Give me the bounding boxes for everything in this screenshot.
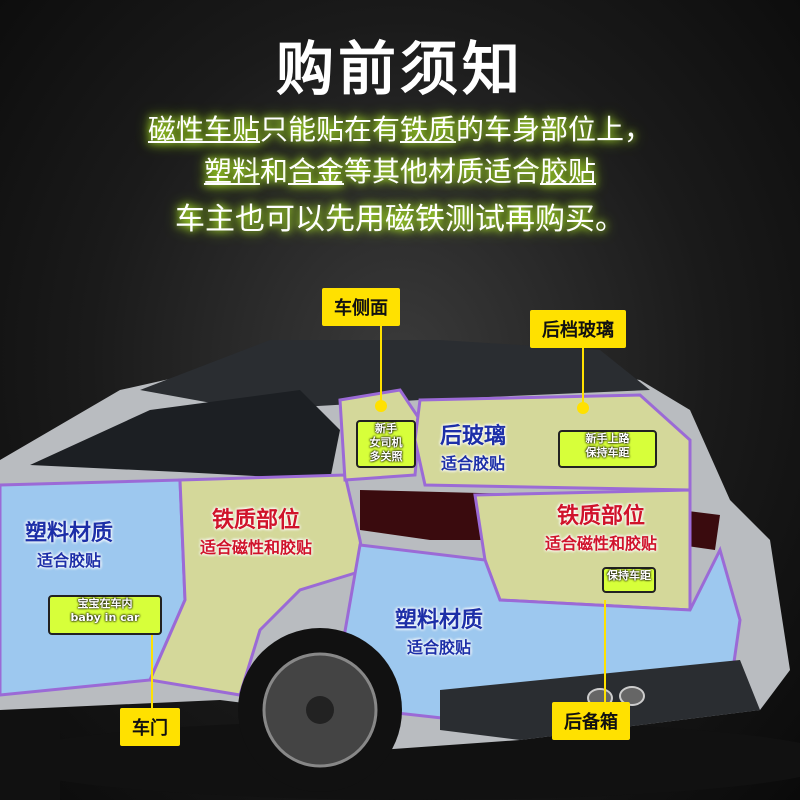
sticker-baby-line2: baby in car	[70, 611, 140, 624]
dot-rear-glass	[577, 402, 589, 414]
intro-line-2: 塑料和合金等其他材质适合胶贴	[0, 150, 800, 190]
zone-door-plastic-sub: 适合胶贴	[37, 551, 102, 570]
car-roof	[140, 340, 650, 410]
zone-side-iron-title: 铁质部位	[212, 508, 301, 533]
intro-only: 只能贴在有	[259, 113, 400, 146]
intro-alloy: 合金	[287, 155, 344, 188]
car-scene: 车侧面 后档玻璃 车门 后备箱 塑料材质 适合胶贴 铁质部位 适合磁性和胶贴 后…	[0, 240, 800, 800]
sticker-kd-line1: 保持车距	[607, 569, 651, 582]
connector-side	[380, 322, 382, 402]
zone-door-plastic-title: 塑料材质	[25, 521, 114, 546]
intro-line-3: 车主也可以先用磁铁测试再购买。	[175, 202, 625, 237]
sticker-fd-line2: 女司机	[369, 436, 403, 449]
zone-bumper-plastic-title: 塑料材质	[395, 608, 484, 633]
intro-adhesive: 胶贴	[540, 155, 597, 188]
zone-rear-glass-sub: 适合胶贴	[441, 454, 506, 473]
zone-bumper-plastic-sub: 适合胶贴	[407, 638, 472, 657]
intro-and: 和	[259, 155, 288, 188]
side-iron-zone	[147, 473, 367, 697]
exhaust-right	[619, 686, 645, 706]
sticker-new-driver: 新手上路 保持车距	[558, 430, 657, 468]
side-window	[30, 390, 340, 480]
intro-magnetic: 磁性车贴	[147, 113, 260, 146]
connector-trunk	[604, 600, 606, 702]
zone-trunk-iron-title: 铁质部位	[557, 504, 646, 529]
zone-rear-glass-title: 后玻璃	[440, 424, 507, 449]
zone-trunk-iron-sub: 适合磁性和胶贴	[545, 534, 658, 553]
label-rear-glass: 后档玻璃	[530, 310, 626, 348]
zone-side-iron: 铁质部位 适合磁性和胶贴	[200, 502, 312, 558]
intro-line-1: 磁性车贴只能贴在有铁质的车身部位上，	[0, 108, 800, 148]
label-car-side: 车侧面	[322, 288, 400, 326]
connector-door	[151, 635, 153, 708]
zone-side-iron-sub: 适合磁性和胶贴	[200, 538, 313, 557]
connector-rear-glass	[582, 344, 584, 404]
dot-side	[375, 400, 387, 412]
zone-bumper-plastic: 塑料材质 适合胶贴	[395, 602, 483, 658]
sticker-nd-line2: 保持车距	[585, 446, 630, 459]
intro-body: 的车身部位上，	[456, 113, 653, 146]
page-title: 购前须知	[275, 35, 524, 103]
label-trunk: 后备箱	[552, 702, 630, 740]
sticker-baby-in-car: 宝宝在车内 baby in car	[48, 595, 162, 635]
rear-hub	[306, 696, 334, 724]
car-shadow	[0, 720, 800, 800]
intro-plastic: 塑料	[203, 155, 260, 188]
intro-others: 等其他材质适合	[344, 155, 541, 188]
sticker-baby-line1: 宝宝在车内	[77, 597, 133, 610]
zone-trunk-iron: 铁质部位 适合磁性和胶贴	[545, 498, 657, 554]
intro-iron: 铁质	[400, 113, 457, 146]
sticker-keep-distance: 保持车距	[602, 567, 656, 593]
sticker-fd-line3: 多关照	[369, 450, 403, 463]
sticker-female-driver: 新手 女司机 多关照	[356, 420, 416, 468]
front-tire	[0, 710, 60, 800]
label-door: 车门	[120, 708, 180, 746]
zone-door-plastic: 塑料材质 适合胶贴	[25, 515, 113, 571]
sticker-fd-line1: 新手	[375, 422, 397, 435]
zone-rear-glass: 后玻璃 适合胶贴	[440, 418, 506, 474]
sticker-nd-line1: 新手上路	[585, 432, 630, 445]
